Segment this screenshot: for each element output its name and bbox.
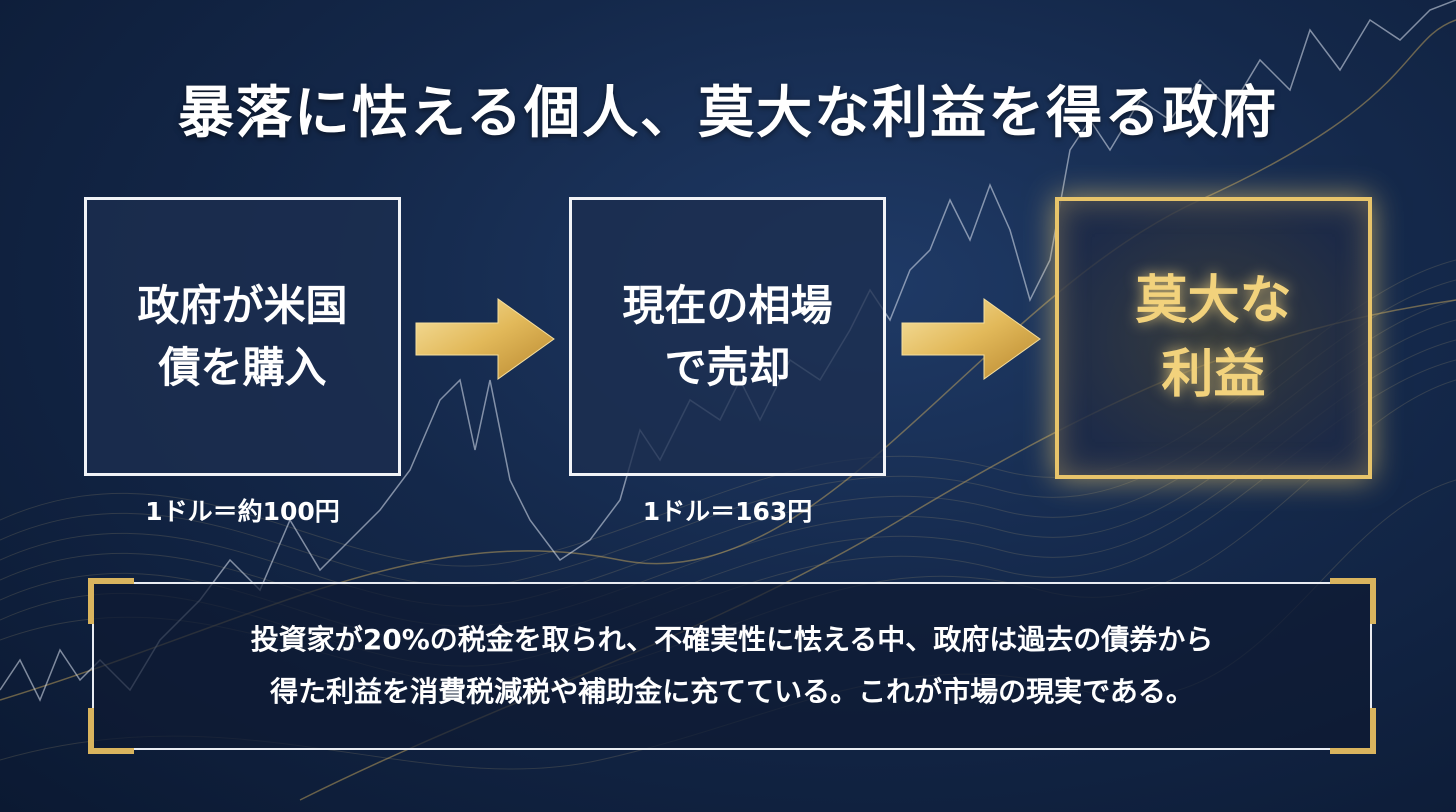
corner-ornament xyxy=(88,708,134,754)
summary-line2: 得た利益を消費税減税や補助金に充てている。これが市場の現実である。 xyxy=(270,675,1194,708)
arrow-right-icon xyxy=(901,298,1041,380)
arrow-right-icon xyxy=(415,298,555,380)
page-title: 暴落に怯える個人、莫大な利益を得る政府 xyxy=(177,81,1279,146)
step1-line1: 政府が米国 xyxy=(137,280,348,330)
step2-price: 1ドル＝163円 xyxy=(642,497,813,526)
step1-price: 1ドル＝約100円 xyxy=(145,497,340,526)
step2-line2: で売却 xyxy=(664,342,791,392)
step2-line1: 現在の相場 xyxy=(622,280,833,330)
step-box-purchase: 政府が米国 債を購入 xyxy=(84,197,401,476)
corner-ornament xyxy=(88,578,134,624)
summary-line1: 投資家が20%の税金を取られ、不確実性に怯える中、政府は過去の債券から xyxy=(250,623,1214,656)
corner-ornament xyxy=(1330,578,1376,624)
corner-ornament xyxy=(1330,708,1376,754)
step-box-profit: 莫大な 利益 xyxy=(1055,197,1372,479)
step3-line2: 利益 xyxy=(1161,345,1266,405)
step-box-sell: 現在の相場 で売却 xyxy=(569,197,886,476)
step1-line2: 債を購入 xyxy=(158,342,327,392)
step3-line1: 莫大な xyxy=(1135,271,1292,331)
summary-panel: 投資家が20%の税金を取られ、不確実性に怯える中、政府は過去の債券から 得た利益… xyxy=(88,578,1376,754)
